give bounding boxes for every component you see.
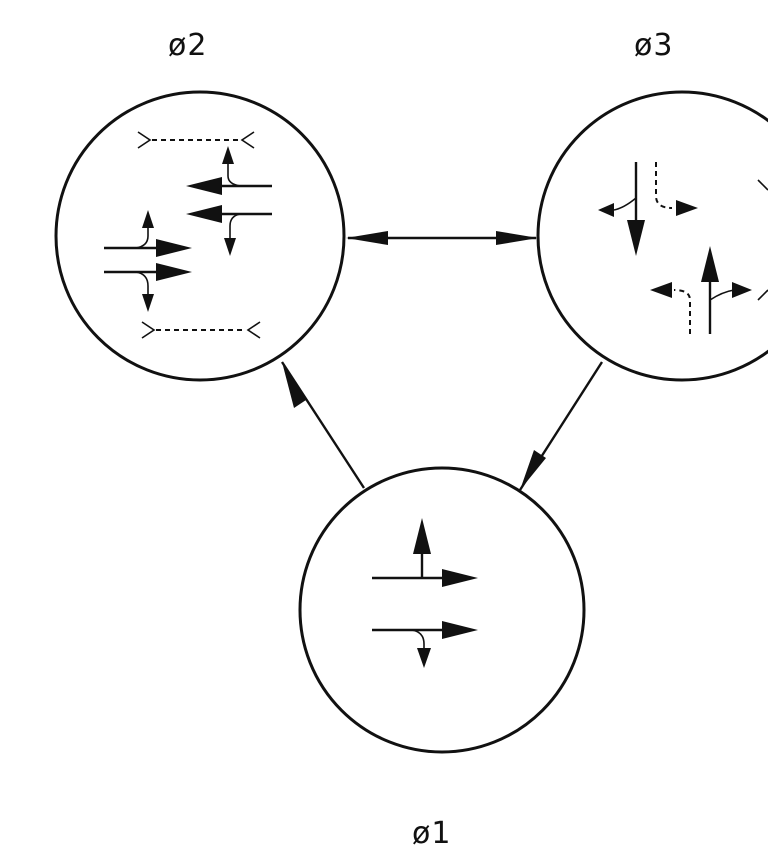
- westbound-through-arrows: [186, 177, 272, 223]
- phase-1-node: [298, 466, 586, 754]
- northbound-left-turn-arrow: [650, 282, 691, 334]
- northbound-through-arrow: [701, 246, 752, 334]
- eastbound-right-turn-arrow: [411, 629, 431, 668]
- eastbound-through-arrow-upper: [372, 569, 478, 587]
- transition-phase1-phase2: [280, 361, 366, 489]
- phase-1-label: ø1: [412, 816, 451, 851]
- eastbound-turn-arrows: [135, 210, 154, 312]
- phase-3-node: [536, 90, 768, 382]
- pedestrian-crossing-top: [137, 131, 255, 149]
- pedestrian-crossing-edge-marks: [757, 179, 768, 301]
- phase-2-label: ø2: [168, 28, 207, 63]
- southbound-through-arrow: [598, 162, 645, 256]
- eastbound-through-arrows: [104, 239, 192, 281]
- phase-3-label: ø3: [634, 28, 673, 63]
- transition-phase3-phase1: [518, 361, 604, 491]
- eastbound-left-turn-arrow: [413, 518, 431, 578]
- pedestrian-crossing-bottom: [141, 321, 261, 339]
- phase-2-node: [54, 90, 346, 382]
- eastbound-through-arrow-lower: [372, 621, 478, 639]
- transition-phase2-phase3: [346, 231, 538, 245]
- southbound-right-turn-arrow: [655, 162, 698, 216]
- westbound-turn-arrows: [222, 146, 241, 256]
